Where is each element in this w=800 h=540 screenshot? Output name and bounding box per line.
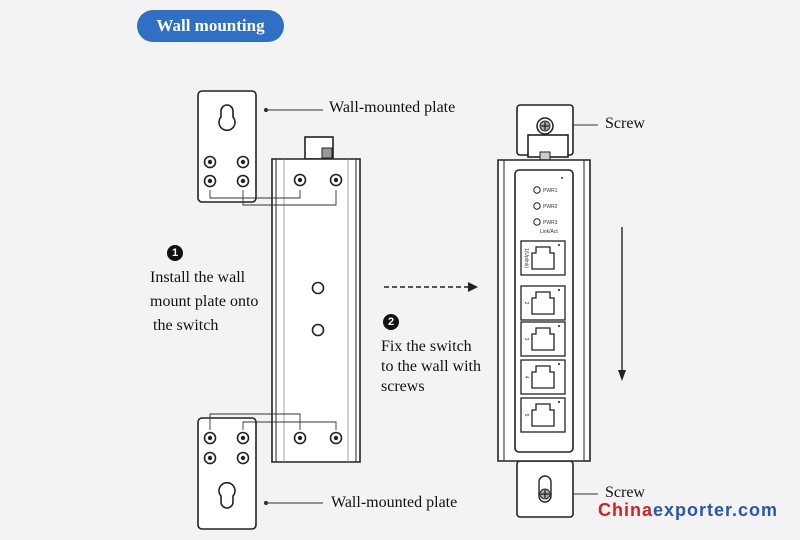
switch-screw-hole-br — [329, 431, 343, 445]
wall-plate-top — [197, 90, 257, 203]
wall-plate-bottom — [197, 417, 257, 530]
port-label-2: 2 — [523, 302, 529, 305]
step-2-text: Fix the switch to the wall with screws — [381, 337, 481, 397]
plate-top-label: Wall-mounted plate — [329, 99, 456, 116]
step-1-number: 1 — [167, 245, 183, 261]
screw-bottom-label: Screw — [605, 484, 645, 501]
step-2-line-1: Fix the switch — [381, 338, 472, 355]
step-1-line-1: Install the wall — [150, 269, 246, 286]
down-arrow — [618, 227, 626, 381]
step-1-line-2: mount plate onto — [150, 293, 259, 310]
ethernet-port-5: 5 — [520, 397, 566, 433]
step-1-text: Install the wall mount plate onto the sw… — [150, 266, 258, 338]
ethernet-ports: 1(Uplink) 2 3 4 5 — [520, 240, 566, 433]
switch-screw-hole-tr — [329, 173, 343, 187]
switch-back-view — [271, 136, 361, 463]
watermark-logo: Chinaexporter.com — [598, 500, 778, 521]
ethernet-port-3: 3 — [520, 321, 566, 357]
port-label-4: 4 — [523, 376, 529, 379]
ethernet-port-4: 4 — [520, 359, 566, 395]
led-label-pwr1: PWR1 — [543, 188, 558, 194]
ethernet-port-2: 2 — [520, 285, 566, 321]
step-2-line-2: to the wall with — [381, 358, 481, 375]
led-label-pwr3: PWR3 — [543, 220, 558, 226]
port-header-label: Link/Act — [540, 229, 558, 235]
switch-screw-hole-bl — [293, 431, 307, 445]
step-2-line-3: screws — [381, 378, 425, 395]
port-label-3: 3 — [523, 338, 529, 341]
led-panel: PWR1 PWR2 PWR3 Link/Act — [533, 177, 563, 235]
step-2-number: 2 — [383, 314, 399, 330]
screw-bottom-icon — [538, 475, 552, 503]
dashed-arrow — [384, 282, 478, 292]
port-label-1: 1(Uplink) — [523, 248, 529, 268]
ethernet-port-1: 1(Uplink) — [520, 240, 566, 276]
port-label-5: 5 — [523, 414, 529, 417]
step-1-line-3: the switch — [153, 317, 219, 334]
watermark-part-1: China — [598, 500, 654, 520]
alignment-lines — [209, 190, 337, 430]
screw-top-label: Screw — [605, 115, 645, 132]
section-title: Wall mounting — [137, 10, 284, 42]
led-label-pwr2: PWR2 — [543, 204, 558, 210]
screw-top-icon — [536, 117, 554, 135]
watermark-part-2: exporter.com — [653, 500, 779, 520]
plate-bottom-label: Wall-mounted plate — [331, 494, 458, 511]
switch-screw-hole-tl — [293, 173, 307, 187]
